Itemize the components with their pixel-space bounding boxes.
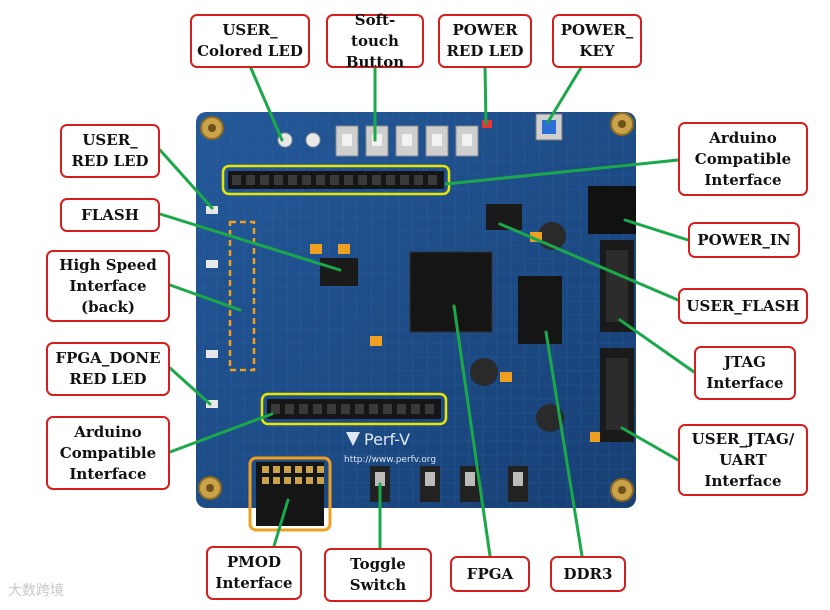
jtag-connector [600,240,634,332]
capacitors [310,232,602,442]
label-fpga-done-red-led: FPGA_DONE RED LED [46,342,170,396]
label-fpga: FPGA [450,556,530,592]
power-key-part [535,113,563,141]
watermark-text: 大数跨境 [8,583,64,599]
label-power-in: POWER_IN [688,222,800,258]
perfv-logo: Perf-V http://www.perfv.org [344,430,436,465]
board-url-text: http://www.perfv.org [344,455,436,465]
label-user-jtag-uart: USER_JTAG/ UART Interface [678,424,808,496]
ddr3-chip [518,276,562,344]
label-pmod: PMOD Interface [206,546,302,600]
power-key-cap [542,120,556,134]
label-jtag: JTAG Interface [694,346,796,400]
label-arduino-right: Arduino Compatible Interface [678,122,808,196]
arduino-header-top [221,164,451,196]
label-power-red-led: POWER RED LED [438,14,532,68]
label-soft-touch-button: Soft-touch Button [326,11,424,71]
label-power-key: POWER_ KEY [552,14,642,68]
inductor-3 [536,404,564,432]
label-user-colored-led: USER_ Colored LED [190,14,310,68]
pmod-connector [248,456,332,532]
flash-chip [320,258,358,286]
label-ddr3: DDR3 [550,556,626,592]
soft-touch-buttons [335,125,479,157]
high-speed-interface-outline [228,220,256,372]
edge-leds [206,206,218,408]
label-user-flash: USER_FLASH [678,288,808,324]
mounting-holes [198,112,634,502]
label-arduino-left: Arduino Compatible Interface [46,416,170,490]
power-jack [588,186,636,234]
fpga-chip [409,251,493,333]
inductor-2 [470,358,498,386]
colored-leds [277,132,321,148]
board-brand-text: Perf-V [364,430,410,449]
user-jtag-connector [600,348,634,442]
arduino-header-bottom [260,392,448,426]
label-toggle-switch: Toggle Switch [324,548,432,602]
leader-lines [158,64,696,558]
label-user-red-led: USER_ RED LED [60,124,160,178]
label-high-speed-interface: High Speed Interface (back) [46,250,170,322]
label-flash: FLASH [60,198,160,232]
